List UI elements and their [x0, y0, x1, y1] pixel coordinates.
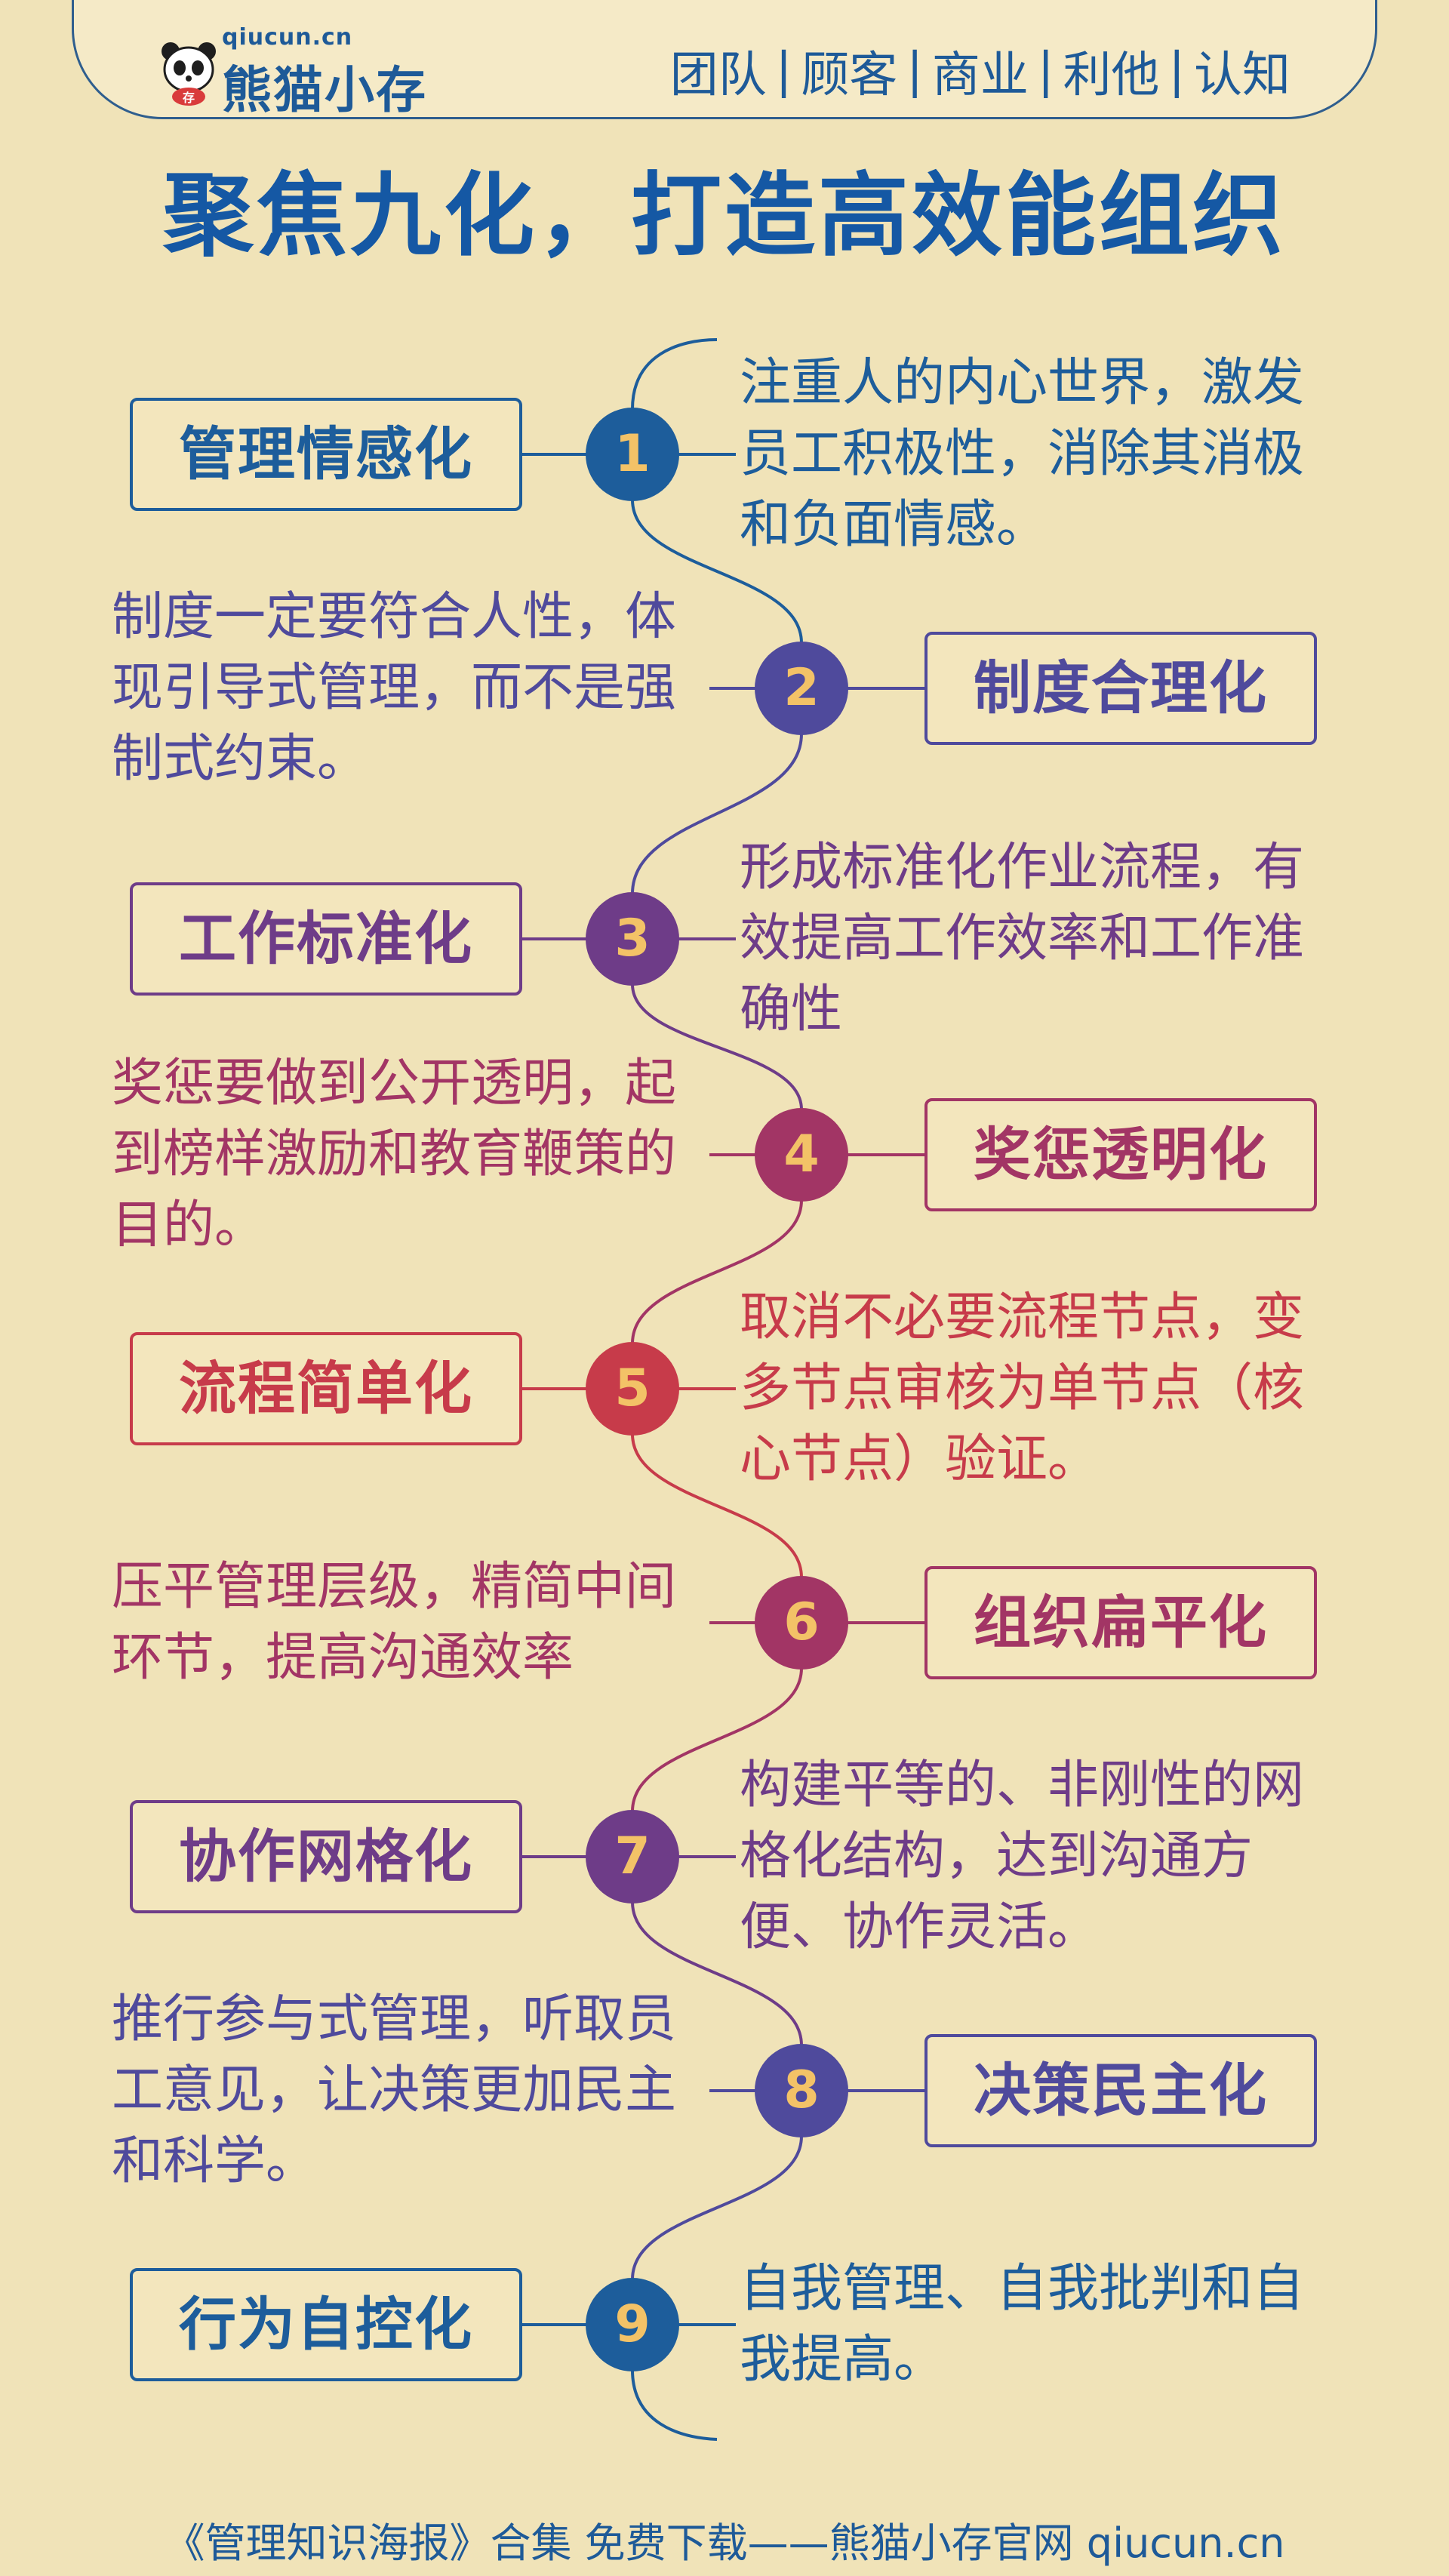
step-label-box: 工作标准化	[130, 882, 522, 996]
header-frame	[72, 0, 1377, 119]
step-description: 压平管理层级，精简中间环节，提高沟通效率	[112, 1557, 677, 1688]
step-description: 取消不必要流程节点，变多节点审核为单节点（核心节点）验证。	[740, 1288, 1305, 1489]
step-number-circle: 6	[755, 1576, 848, 1670]
chain-arc	[631, 1199, 803, 1344]
chain-arc	[631, 499, 803, 644]
step-number-circle: 7	[586, 1810, 679, 1904]
nav-separator: |	[906, 43, 923, 99]
step-description: 自我管理、自我批判和自我提高。	[740, 2259, 1305, 2390]
nav-item-business[interactable]: 商业	[931, 48, 1029, 103]
panda-icon: 存	[162, 42, 216, 106]
logo-name: 熊猫小存	[222, 61, 427, 119]
nav-item-customer[interactable]: 顾客	[801, 48, 898, 103]
step-description: 奖惩要做到公开透明，起到榜样激励和教育鞭策的目的。	[112, 1054, 677, 1255]
nav-separator: |	[1168, 43, 1185, 99]
step-number-circle: 3	[586, 892, 679, 986]
nav-separator: |	[775, 43, 792, 99]
panda-badge-text: 存	[183, 91, 195, 105]
chain-arc	[631, 2135, 803, 2280]
chain-arc	[631, 1901, 803, 2046]
chain-arc	[631, 2369, 718, 2441]
step-number-circle: 2	[755, 642, 848, 735]
step-label-box: 奖惩透明化	[924, 1098, 1317, 1211]
step-label-box: 管理情感化	[130, 398, 522, 511]
nav-separator: |	[1037, 43, 1054, 99]
step-number-circle: 5	[586, 1342, 679, 1436]
step-number-circle: 8	[755, 2044, 848, 2137]
step-label-box: 协作网格化	[130, 1800, 522, 1913]
nav-item-altruism[interactable]: 利他	[1063, 48, 1160, 103]
nav-item-team[interactable]: 团队	[669, 48, 767, 103]
step-label-box: 制度合理化	[924, 632, 1317, 745]
step-label-box: 行为自控化	[130, 2268, 522, 2381]
step-label-box: 决策民主化	[924, 2034, 1317, 2147]
step-number-circle: 9	[586, 2278, 679, 2371]
top-nav: 团队 | 顾客 | 商业 | 利他 | 认知	[670, 36, 1291, 106]
step-description: 形成标准化作业流程，有效提高工作效率和工作准确性	[740, 838, 1305, 1039]
footer-text[interactable]: 《管理知识海报》合集 免费下载——熊猫小存官网 qiucun.cn	[164, 2519, 1285, 2567]
step-number-circle: 1	[586, 408, 679, 501]
step-description: 制度一定要符合人性，体现引导式管理，而不是强制式约束。	[112, 587, 677, 789]
chain-arc	[631, 1433, 803, 1578]
page-title: 聚焦九化，打造高效能组织	[163, 164, 1286, 269]
chain-arc	[631, 1667, 803, 1812]
chain-arc	[631, 733, 803, 894]
step-description: 推行参与式管理，听取员工意见，让决策更加民主和科学。	[112, 1990, 677, 2191]
chain-arc	[631, 338, 718, 410]
step-label-box: 组织扁平化	[924, 1566, 1317, 1679]
step-description: 构建平等的、非刚性的网格化结构，达到沟通方便、协作灵活。	[740, 1756, 1305, 1957]
step-label-box: 流程简单化	[130, 1332, 522, 1445]
step-description: 注重人的内心世界，激发员工积极性，消除其消极和负面情感。	[740, 353, 1305, 555]
nav-item-cognition[interactable]: 认知	[1194, 48, 1291, 103]
logo-domain: qiucun.cn	[222, 24, 353, 51]
step-number-circle: 4	[755, 1108, 848, 1202]
chain-arc	[631, 983, 803, 1110]
